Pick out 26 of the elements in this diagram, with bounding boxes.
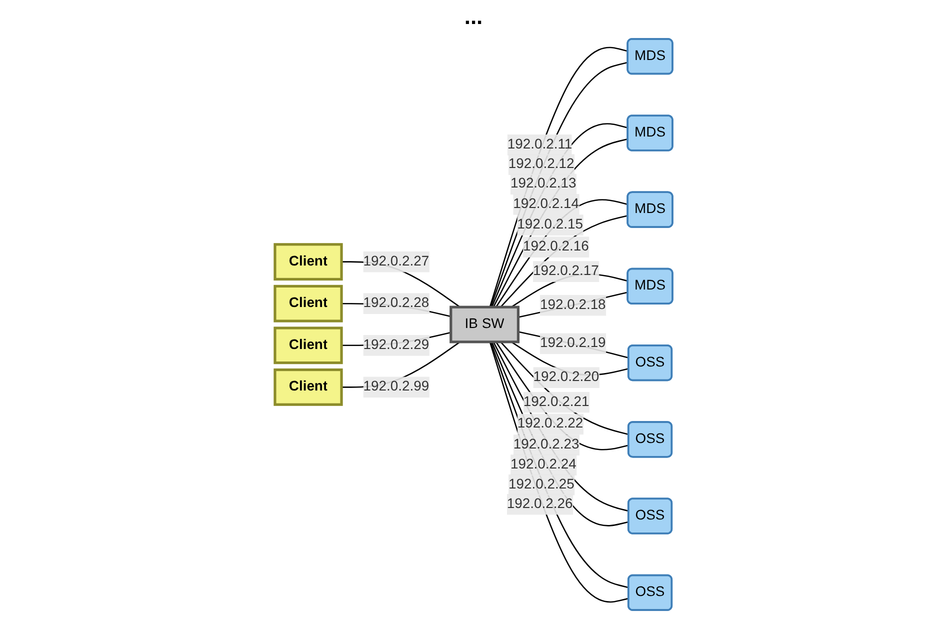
edge-label: 192.0.2.24 [510, 457, 576, 472]
edge-label: 192.0.2.25 [508, 477, 574, 492]
node-box: Client [273, 284, 343, 322]
edge-label: 192.0.2.20 [533, 370, 599, 385]
node-box: IB SW [449, 306, 520, 344]
node-box: Client [273, 368, 343, 406]
edge-label: 192.0.2.12 [508, 156, 574, 172]
edge-label: 192.0.2.11 [507, 137, 572, 152]
ellipsis-text: ... [464, 4, 483, 29]
edge-label: 192.0.2.23 [513, 437, 580, 452]
edge-label: 192.0.2.21 [523, 394, 589, 410]
edge-label: 192.0.2.15 [516, 217, 583, 232]
node-box: Client [273, 243, 343, 281]
edge-label: 192.0.2.18 [540, 298, 606, 312]
node-box: Client [273, 326, 343, 364]
edge-label: 192.0.2.27 [363, 254, 429, 269]
edge-label: 192.0.2.13 [510, 176, 576, 192]
edge-label: 192.0.2.19 [540, 336, 606, 351]
edge-label: 192.0.2.99 [363, 379, 429, 394]
edge-label: 192.0.2.14 [512, 196, 579, 212]
edge-label: 192.0.2.22 [517, 416, 583, 432]
edge-label: 192.0.2.16 [522, 239, 589, 254]
edge-label: 192.0.2.17 [532, 264, 599, 279]
edge-label: 192.0.2.28 [363, 296, 429, 311]
edge-label: 192.0.2.29 [363, 338, 429, 352]
edge-label: 192.0.2.26 [506, 496, 573, 512]
